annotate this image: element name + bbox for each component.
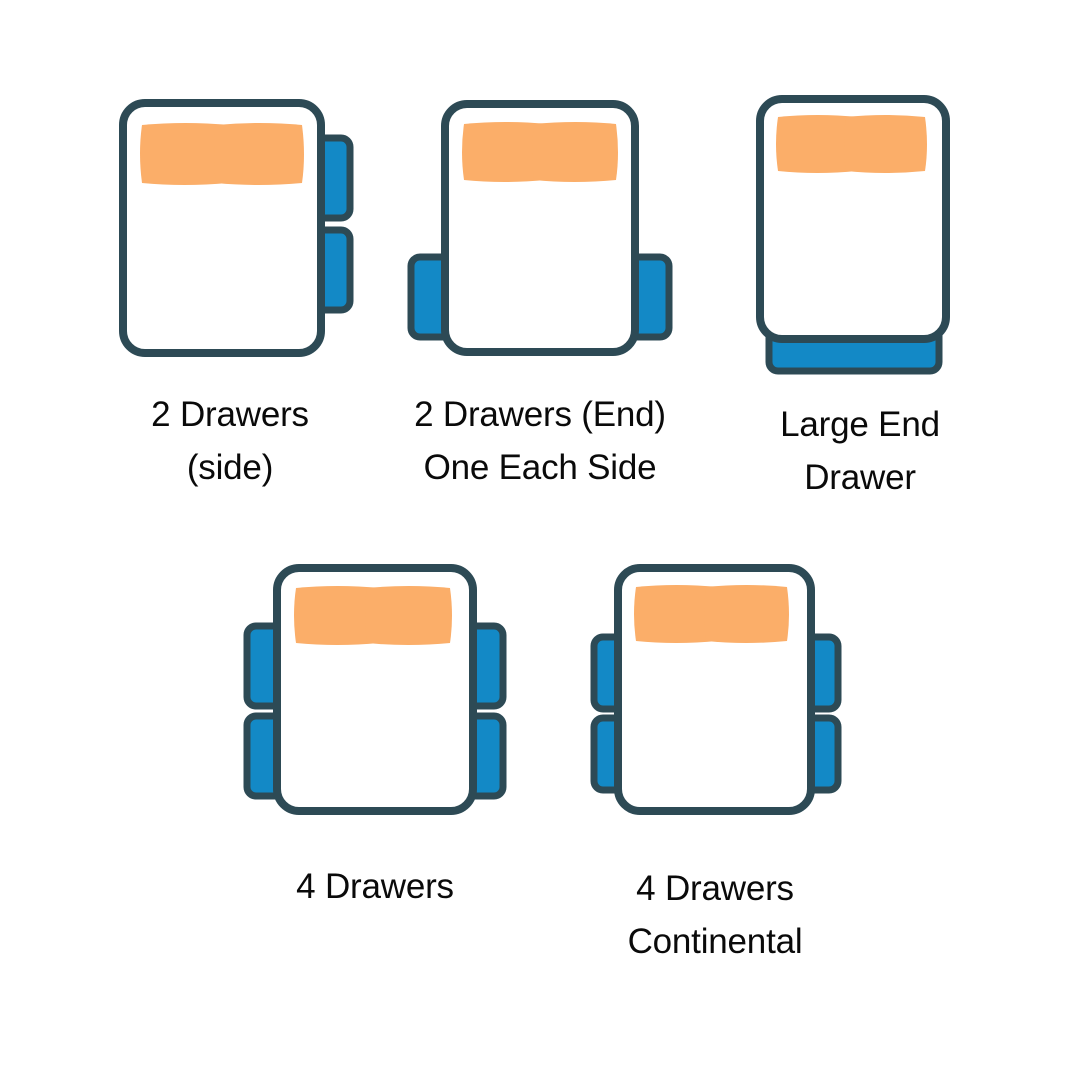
bed-label-large-end-drawer: Large End Drawer: [780, 405, 940, 498]
pillow-left: [294, 586, 381, 645]
pillow-right: [844, 115, 927, 173]
bed-option-four-drawers[interactable]: [235, 555, 515, 825]
bed-diagram-four-drawers-continental: [590, 564, 842, 815]
pillow-left: [140, 123, 230, 185]
bed-label-four-drawers: 4 Drawers: [296, 867, 454, 906]
pillow-left: [462, 122, 548, 182]
bed-label-two-drawers-side: 2 Drawers (side): [151, 395, 309, 488]
bed-option-large-end-drawer[interactable]: [745, 85, 975, 385]
pillow-right: [214, 123, 304, 185]
bed-diagram-two-drawers-side: [119, 99, 354, 357]
bed-diagram-two-drawers-end: [407, 100, 673, 356]
pillow-left: [776, 115, 859, 173]
pillow-right: [704, 585, 789, 643]
bed-label-four-drawers-continental: 4 Drawers Continental: [627, 869, 803, 962]
bed-option-four-drawers-continental[interactable]: [580, 555, 850, 825]
pillow-right: [365, 586, 452, 645]
bed-diagram-large-end-drawer: [756, 95, 950, 375]
bed-label-two-drawers-end: 2 Drawers (End) One Each Side: [414, 395, 666, 488]
bed-option-two-drawers-side[interactable]: [110, 90, 360, 370]
pillow-right: [532, 122, 618, 182]
pillow-left: [634, 585, 719, 643]
bed-diagram-four-drawers: [243, 564, 507, 815]
bed-option-two-drawers-end[interactable]: [400, 90, 680, 370]
